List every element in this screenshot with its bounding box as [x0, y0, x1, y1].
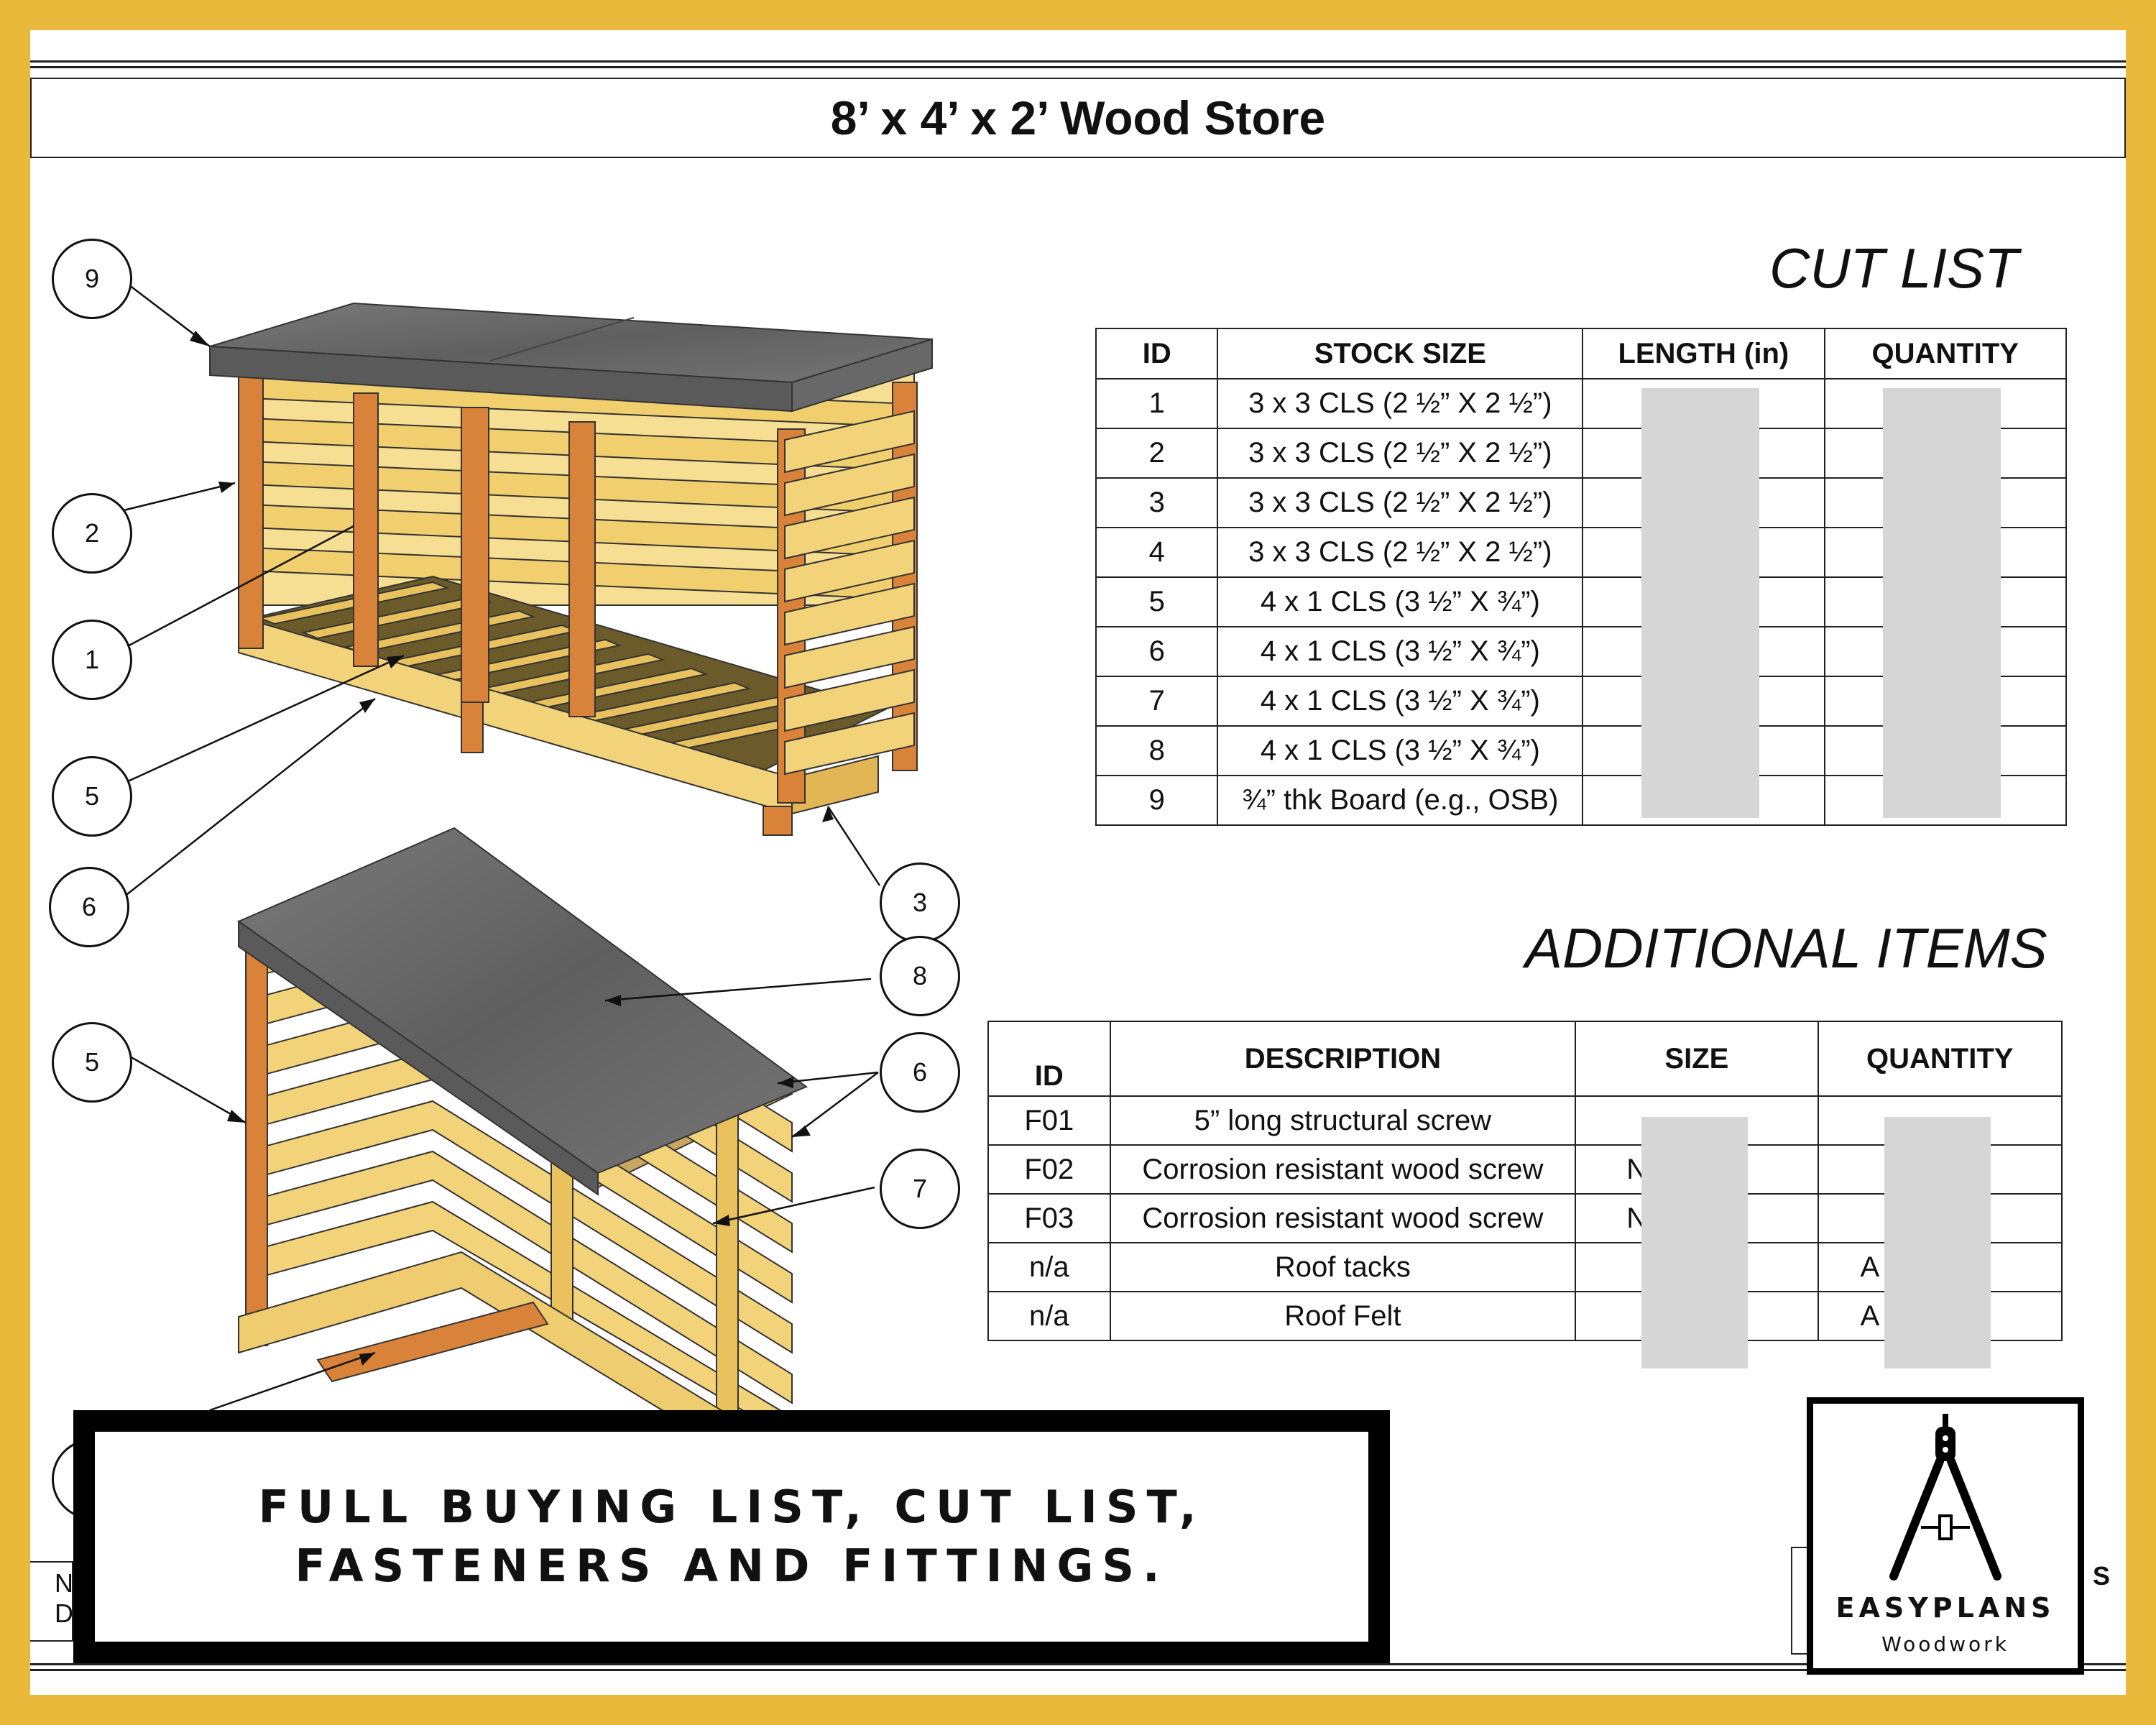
size-redaction — [1641, 1117, 1748, 1368]
cell-id: 4 — [1095, 527, 1219, 578]
logo-subtitle: Woodwork — [1881, 1632, 2009, 1656]
cell-id: 7 — [1095, 676, 1219, 727]
bottom-isometric-view — [236, 827, 808, 1491]
cell-id: 3 — [1095, 477, 1219, 528]
cell-id: 6 — [1095, 626, 1219, 677]
roof-board-bottom — [236, 827, 808, 1196]
col-header-id: ID — [987, 1021, 1111, 1097]
compass-icon — [1889, 1414, 2001, 1581]
cell-id: 2 — [1095, 428, 1219, 479]
partial-text-right: S — [2093, 1561, 2111, 1591]
cell-id: F03 — [987, 1193, 1111, 1243]
col-header-description: DESCRIPTION — [1109, 1021, 1577, 1097]
cell-description: Roof tacks — [1109, 1242, 1577, 1292]
cell-id: 1 — [1095, 378, 1219, 429]
cell-id: n/a — [987, 1242, 1111, 1292]
cell-stock: 3 x 3 CLS (2 ½” X 2 ½”) — [1217, 428, 1584, 479]
cell-stock: 3 x 3 CLS (2 ½” X 2 ½”) — [1217, 477, 1584, 528]
corner-posts — [245, 942, 268, 1346]
plan-sheet: 8’ x 4’ x 2’ Wood Store — [30, 30, 2126, 1695]
cell-stock: 3 x 3 CLS (2 ½” X 2 ½”) — [1217, 527, 1584, 578]
quantity-redaction — [1883, 388, 2001, 818]
cell-id: 5 — [1095, 576, 1219, 627]
cut-list-title: CUT LIST — [1769, 236, 2019, 300]
callout-5-lower: 5 — [52, 1022, 132, 1103]
col-header-quantity: QUANTITY — [1817, 1021, 2063, 1097]
cell-stock: 4 x 1 CLS (3 ½” X ¾”) — [1217, 576, 1584, 627]
callout-5: 5 — [52, 756, 132, 837]
partial-title-block-left — [30, 1561, 73, 1642]
col-header-stock-size: STOCK SIZE — [1217, 328, 1584, 380]
partial-text-left-2: D — [55, 1598, 73, 1628]
cell-stock: 4 x 1 CLS (3 ½” X ¾”) — [1217, 725, 1584, 776]
promo-banner-inner: FULL BUYING LIST, CUT LIST, FASTENERS AN… — [95, 1432, 1368, 1642]
banner-line-1: FULL BUYING LIST, CUT LIST, — [258, 1481, 1205, 1533]
title-box: 8’ x 4’ x 2’ Wood Store — [30, 78, 2126, 158]
top-isometric-view — [209, 302, 933, 836]
cell-description: Corrosion resistant wood screw — [1109, 1144, 1577, 1195]
cell-stock: 4 x 1 CLS (3 ½” X ¾”) — [1217, 626, 1584, 677]
page-title: 8’ x 4’ x 2’ Wood Store — [830, 91, 1326, 144]
top-rule — [30, 60, 2126, 63]
banner-line-2: FASTENERS AND FITTINGS. — [295, 1540, 1169, 1592]
assembly-drawings — [119, 277, 933, 1491]
col-header-size: SIZE — [1575, 1021, 1819, 1097]
additional-items-title: ADDITIONAL ITEMS — [1525, 916, 2047, 980]
side-slats — [784, 410, 915, 776]
callout-6-lower: 6 — [880, 1032, 960, 1113]
cell-id: 9 — [1095, 775, 1219, 826]
cell-id: F02 — [987, 1144, 1111, 1195]
col-header-id: ID — [1095, 328, 1219, 380]
callout-8: 8 — [880, 936, 960, 1016]
cell-stock: ¾” thk Board (e.g., OSB) — [1217, 775, 1584, 826]
bottom-rule — [30, 1663, 2126, 1665]
promo-banner: FULL BUYING LIST, CUT LIST, FASTENERS AN… — [73, 1410, 1390, 1663]
bottom-rule-2 — [30, 1669, 2126, 1671]
top-rule-2 — [30, 66, 2126, 68]
leader-arrowheads — [190, 331, 834, 1366]
cell-stock: 4 x 1 CLS (3 ½” X ¾”) — [1217, 676, 1584, 727]
callout-1: 1 — [52, 620, 132, 700]
callout-9: 9 — [52, 239, 132, 319]
leader-lines — [119, 277, 881, 1412]
cell-description: Corrosion resistant wood screw — [1109, 1193, 1577, 1243]
callout-3: 3 — [880, 862, 960, 943]
length-redaction — [1641, 388, 1759, 818]
cell-description: Roof Felt — [1109, 1291, 1577, 1341]
cell-description: 5” long structural screw — [1109, 1095, 1577, 1146]
col-header-length: LENGTH (in) — [1582, 328, 1825, 380]
cell-id: n/a — [987, 1291, 1111, 1341]
cell-id: F01 — [987, 1095, 1111, 1146]
partial-text-left-1: N — [55, 1568, 73, 1598]
additional-quantity-redaction — [1884, 1117, 1991, 1368]
callout-6: 6 — [49, 867, 129, 947]
cell-id: 8 — [1095, 725, 1219, 776]
easyplans-logo: EASYPLANS Woodwork — [1807, 1397, 2084, 1675]
callout-2: 2 — [52, 493, 132, 574]
cell-stock: 3 x 3 CLS (2 ½” X 2 ½”) — [1217, 378, 1584, 429]
col-header-quantity: QUANTITY — [1823, 328, 2067, 380]
callout-7: 7 — [880, 1149, 960, 1229]
roof-board — [209, 302, 933, 413]
logo-name: EASYPLANS — [1835, 1592, 2055, 1624]
